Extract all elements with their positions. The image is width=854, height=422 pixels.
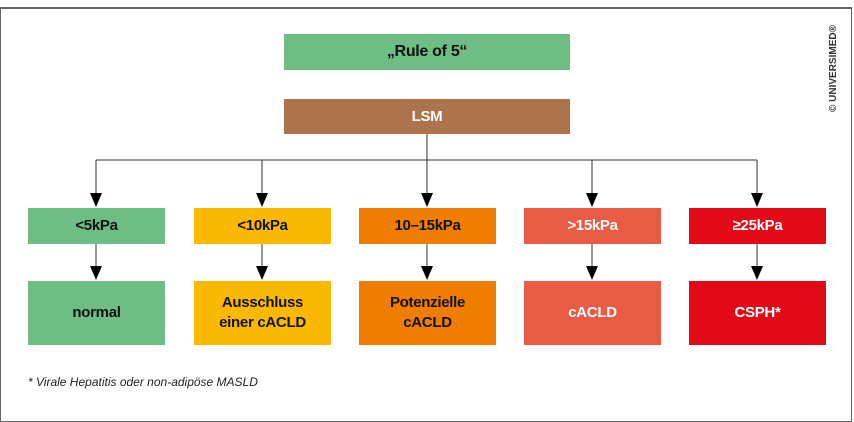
arrow-down-icon — [751, 193, 763, 207]
rule-of-5-box: „Rule of 5“ — [284, 34, 570, 70]
result-box-lt10: Ausschluss einer cACLD — [194, 281, 331, 345]
result-label: CSPH* — [734, 304, 781, 321]
arrow-down-icon — [90, 266, 102, 280]
copyright-logo: © UNIVERSIMED® — [828, 25, 839, 112]
rule-of-5-label: „Rule of 5“ — [386, 43, 468, 60]
threshold-box-lt5: <5kPa — [28, 208, 165, 244]
arrow-down-icon — [256, 193, 268, 207]
threshold-box-10-15: 10–15kPa — [359, 208, 496, 244]
arrow-down-icon — [586, 266, 598, 280]
lsm-box: LSM — [284, 99, 570, 134]
result-box-ge25: CSPH* — [689, 281, 826, 345]
threshold-label: 10–15kPa — [394, 217, 461, 234]
lsm-label: LSM — [411, 107, 443, 125]
result-label: Potenzielle cACLD — [389, 294, 466, 331]
threshold-box-ge25: ≥25kPa — [689, 208, 826, 244]
arrow-down-icon — [421, 266, 433, 280]
arrow-down-icon — [586, 193, 598, 207]
threshold-box-gt15: >15kPa — [524, 208, 661, 244]
result-label: cACLD — [568, 304, 617, 321]
arrow-down-icon — [751, 266, 763, 280]
result-label: normal — [72, 304, 121, 321]
threshold-box-lt10: <10kPa — [194, 208, 331, 244]
footnote: * Virale Hepatitis oder non-adipöse MASL… — [28, 375, 258, 389]
threshold-label: ≥25kPa — [732, 217, 783, 234]
threshold-label: <5kPa — [75, 217, 118, 234]
threshold-label: <10kPa — [237, 217, 288, 234]
result-box-lt5: normal — [28, 281, 165, 345]
threshold-label: >15kPa — [567, 217, 618, 234]
result-box-10-15: Potenzielle cACLD — [359, 281, 496, 345]
result-label: Ausschluss einer cACLD — [219, 294, 306, 331]
result-box-gt15: cACLD — [524, 281, 661, 345]
arrow-down-icon — [90, 193, 102, 207]
arrow-down-icon — [421, 193, 433, 207]
arrow-down-icon — [256, 266, 268, 280]
